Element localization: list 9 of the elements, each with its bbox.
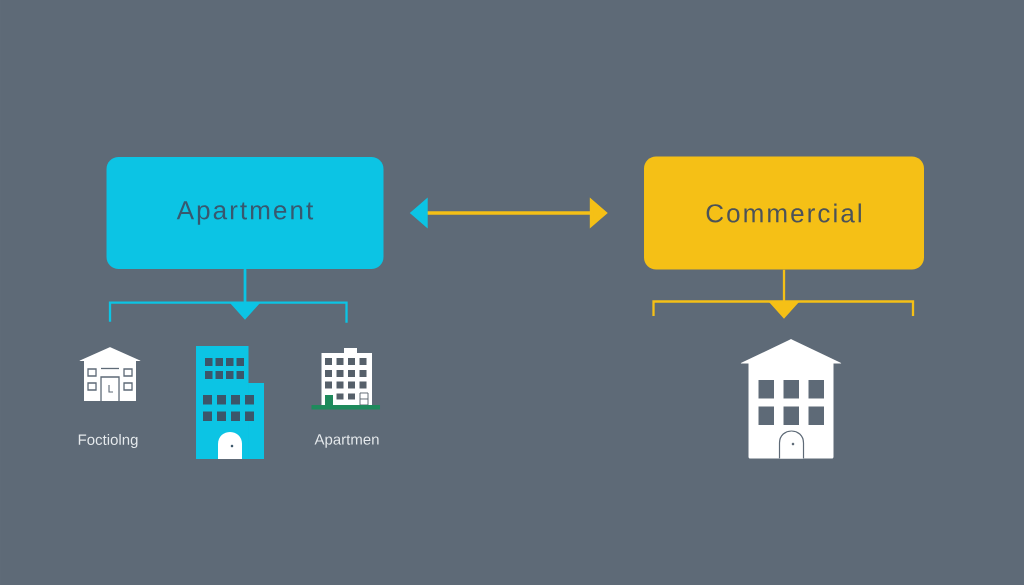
building-icon — [740, 339, 842, 460]
office-tower-icon — [196, 346, 264, 459]
category-box: Apartment — [106, 157, 384, 269]
house-icon — [79, 347, 141, 402]
apartment-building-icon — [311, 348, 380, 410]
category-box: Commercial — [644, 156, 924, 270]
connector-line — [243, 269, 348, 323]
icon-caption: Apartmen — [314, 434, 379, 448]
icon-caption: Foctiolng — [78, 434, 138, 448]
